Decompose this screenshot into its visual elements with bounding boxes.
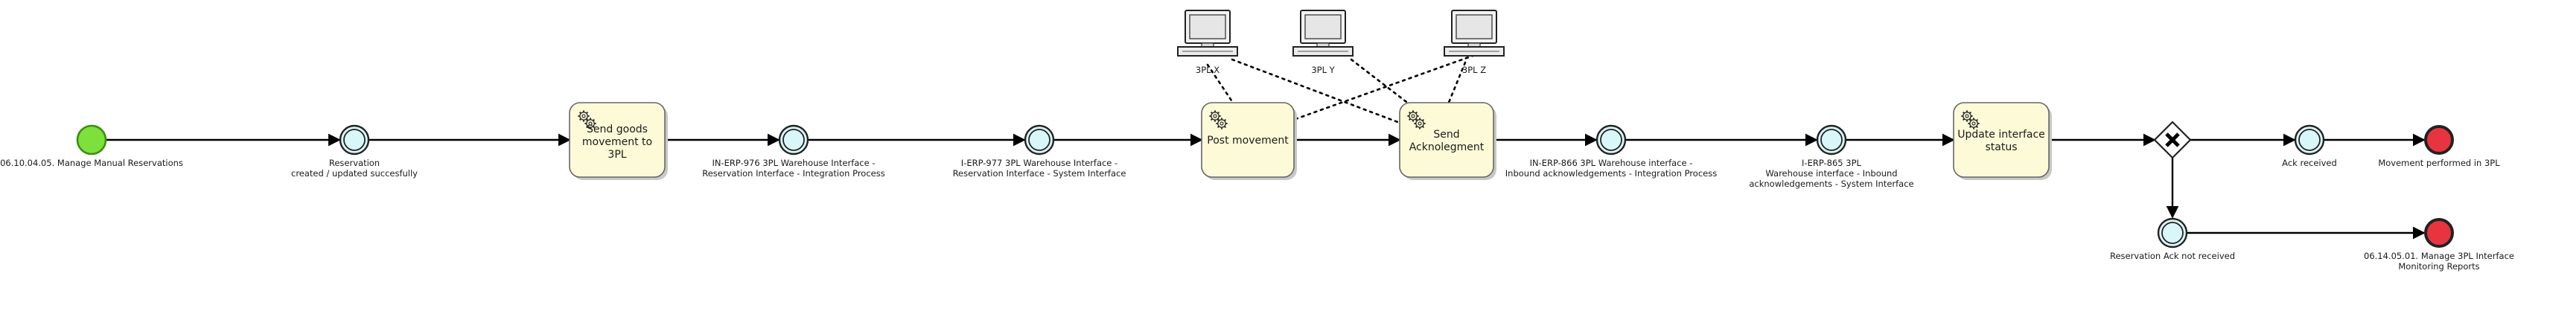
intermediate-event-in-erp-976[interactable]: IN-ERP-976 3PL Warehouse Interface - Res… — [702, 124, 885, 179]
event-label-line: IN-ERP-976 3PL Warehouse Interface - — [712, 158, 875, 168]
end-event-movement-performed[interactable]: Movement performed in 3PL — [2378, 125, 2500, 168]
event-label-line: Inbound acknowledgements - Integration P… — [1505, 168, 1717, 179]
task-send-ack[interactable]: Send Acknolegment — [1399, 102, 1496, 180]
event-label-line: Reservation Interface - System Interface — [953, 168, 1126, 179]
exclusive-gateway[interactable] — [2153, 121, 2192, 159]
system-label: 3PL Z — [1462, 65, 1486, 75]
task-label-line: Update interface — [1957, 129, 2045, 141]
system-3pl-x[interactable]: 3PL X — [1177, 10, 1238, 75]
event-label-line: acknowledgements - System Interface — [1749, 179, 1913, 189]
event-label-line: IN-ERP-866 3PL Warehouse interface - — [1530, 158, 1693, 168]
computer-terminal-icon — [1444, 10, 1505, 57]
assoc-3pl-y-send-ack — [1350, 58, 1411, 106]
system-label: 3PL X — [1196, 65, 1220, 75]
event-label-line: created / updated succesfully — [291, 168, 418, 179]
event-label-line: I-ERP-865 3PL — [1802, 158, 1861, 168]
task-label-line: Send goods — [587, 124, 648, 135]
start-event[interactable]: 06.10.04.05. Manage Manual Reservations — [0, 124, 183, 168]
system-associations — [1206, 51, 1485, 124]
intermediate-event-i-erp-977[interactable]: I-ERP-977 3PL Warehouse Interface - Rese… — [953, 124, 1126, 179]
event-label-line: Monitoring Reports — [2398, 261, 2479, 272]
end-event-manage-3pl-interface[interactable]: 06.14.05.01. Manage 3PL Interface Monito… — [2364, 218, 2514, 272]
intermediate-event-ack-not-received[interactable]: Reservation Ack not received — [2110, 217, 2235, 261]
event-label-line: Reservation Ack not received — [2110, 251, 2235, 261]
sequence-flows — [106, 133, 2426, 240]
assoc-3pl-x-post-movement — [1206, 63, 1234, 104]
intermediate-event-in-erp-866[interactable]: IN-ERP-866 3PL Warehouse interface - Inb… — [1505, 124, 1717, 179]
event-label-line: 06.14.05.01. Manage 3PL Interface — [2364, 251, 2514, 261]
intermediate-event-reservation[interactable]: Reservation created / updated succesfull… — [291, 124, 418, 179]
assoc-3pl-x-send-ack — [1231, 58, 1401, 124]
task-send-goods[interactable]: Send goods movement to 3PL — [569, 102, 668, 180]
event-label-line: Movement performed in 3PL — [2378, 158, 2500, 168]
start-event-label: 06.10.04.05. Manage Manual Reservations — [0, 158, 183, 168]
system-label: 3PL Y — [1311, 65, 1335, 75]
event-label-line: I-ERP-977 3PL Warehouse Interface - — [961, 158, 1118, 168]
task-label-line: Send — [1433, 129, 1459, 141]
event-label-line: Ack received — [2282, 158, 2337, 168]
event-label-line: Reservation — [329, 158, 380, 168]
assoc-3pl-z-send-ack — [1447, 61, 1467, 106]
event-label-line: Warehouse interface - Inbound — [1765, 168, 1897, 179]
task-label-line: 3PL — [608, 149, 626, 161]
task-label-line: movement to — [582, 136, 652, 148]
computer-terminal-icon — [1292, 10, 1354, 57]
intermediate-event-ack-received[interactable]: Ack received — [2282, 124, 2337, 168]
task-post-movement[interactable]: Post movement — [1201, 102, 1297, 180]
system-3pl-z[interactable]: 3PL Z — [1444, 10, 1505, 75]
computer-terminal-icon — [1177, 10, 1238, 57]
task-label-line: status — [1985, 141, 2017, 153]
event-label-line: Reservation Interface - Integration Proc… — [702, 168, 884, 179]
task-label-line: Post movement — [1207, 135, 1289, 147]
assoc-3pl-y-post-movement — [1294, 51, 1485, 121]
task-update-status[interactable]: Update interface status — [1953, 102, 2052, 180]
system-3pl-y[interactable]: 3PL Y — [1292, 10, 1354, 75]
task-label-line: Acknolegment — [1409, 141, 1485, 153]
intermediate-event-i-erp-865[interactable]: I-ERP-865 3PL Warehouse interface - Inbo… — [1749, 124, 1914, 189]
exclusive-gateway-x-icon — [2165, 132, 2180, 147]
